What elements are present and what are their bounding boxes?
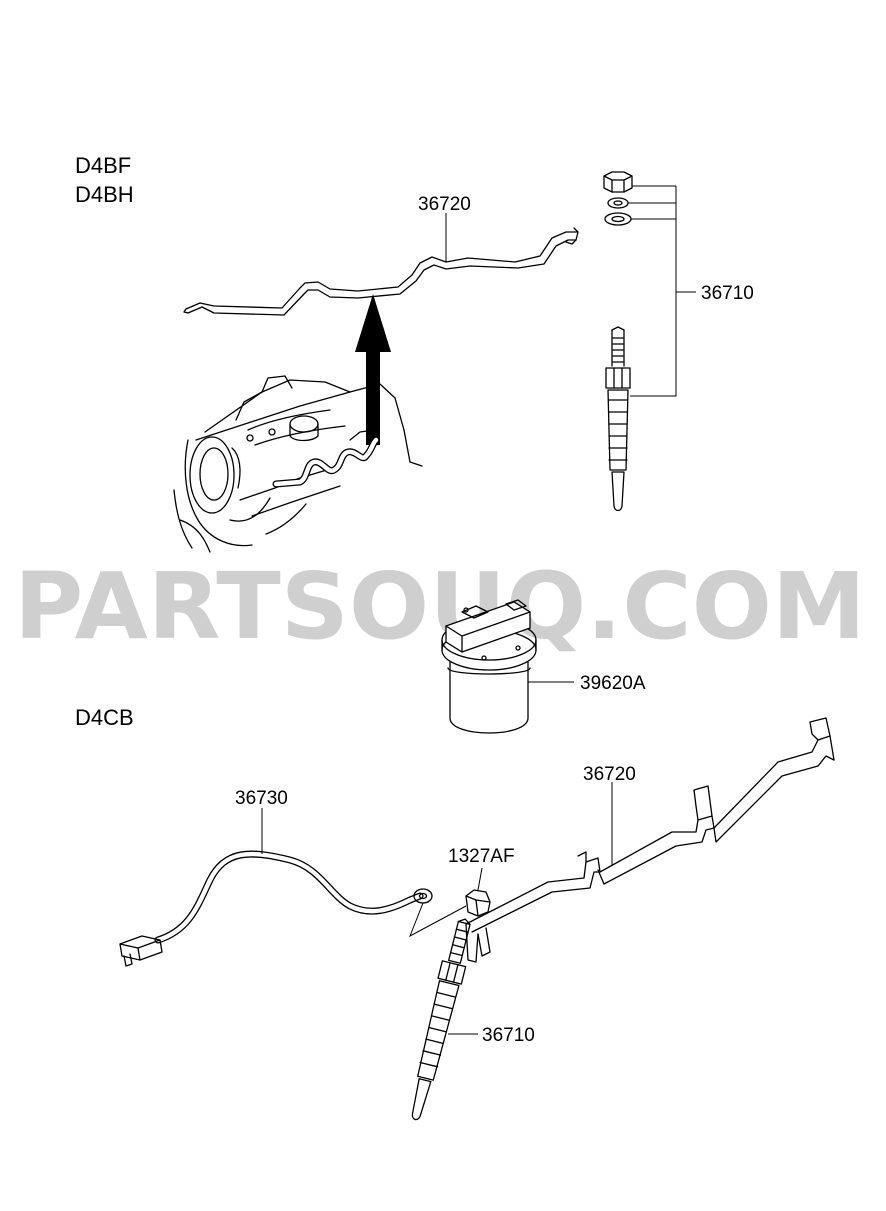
engine-head-illustration [173,375,423,553]
callout-relay[interactable]: 39620A [580,673,646,694]
engine-label-d4bh: D4BH [75,182,134,207]
callout-bottom-harness[interactable]: 36720 [583,764,636,785]
callout-cable[interactable]: 36730 [235,788,288,809]
callout-top-glow-plug[interactable]: 36710 [701,283,754,304]
glow-relay-39620A[interactable] [441,599,537,734]
bracket-top-glow-plug [628,185,696,397]
install-arrow [355,294,391,445]
glow-plug-cable-36730[interactable] [119,850,467,967]
top-glow-plug-36710[interactable] [603,171,633,512]
watermark: PARTSOUQ.COM [14,553,866,660]
engine-label-d4bf: D4BF [75,153,131,178]
engine-label-d4cb: D4CB [75,705,134,730]
callout-nut[interactable]: 1327AF [448,846,515,867]
callout-bottom-glow-plug[interactable]: 36710 [482,1025,535,1046]
leader-nut [477,867,483,891]
top-wiring-harness-36720[interactable] [183,227,579,316]
bottom-wiring-harness-36720[interactable] [465,717,835,963]
nut-1327AF[interactable] [465,889,491,917]
bottom-glow-plug-36710[interactable] [404,916,477,1122]
callout-top-harness[interactable]: 36720 [418,194,471,215]
